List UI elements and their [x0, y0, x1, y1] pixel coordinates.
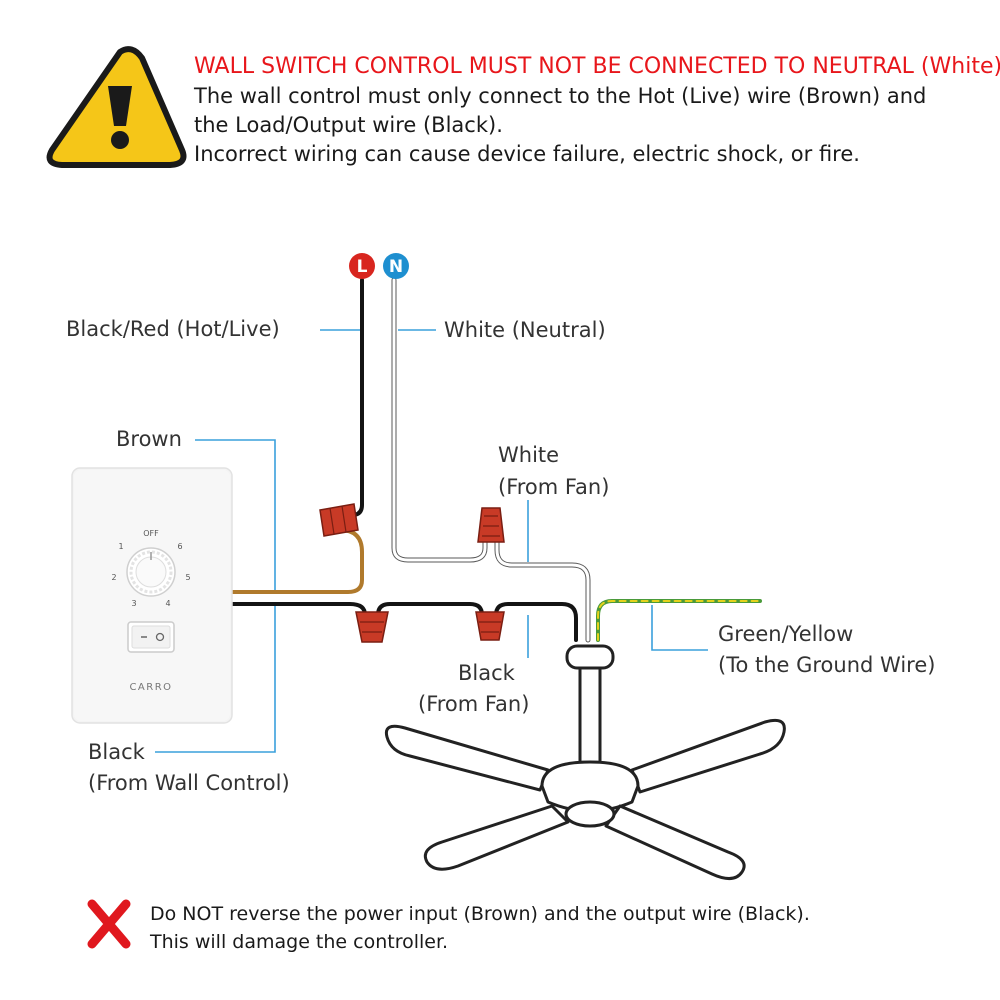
label-hot-live: Black/Red (Hot/Live)	[66, 317, 280, 341]
speed-dial-knob	[126, 547, 176, 597]
label-black-from-wall-1: Black	[88, 740, 145, 764]
warning-text: WALL SWITCH CONTROL MUST NOT BE CONNECTE…	[194, 52, 1000, 169]
cross-icon	[87, 899, 131, 949]
wire-nut-live	[319, 503, 359, 537]
wires	[230, 277, 762, 643]
warning-line-1: The wall control must only connect to th…	[194, 84, 927, 108]
rocker-switch	[127, 621, 175, 653]
live-terminal-badge: L	[349, 253, 375, 279]
label-brown: Brown	[116, 427, 182, 451]
label-black-from-fan-2: (From Fan)	[418, 692, 530, 716]
wall-control: OFF 1 2 3 4 5 6 CARRO	[71, 467, 233, 724]
dial-mark-2: 2	[111, 573, 116, 582]
wire-nut-black-right	[475, 611, 505, 641]
bottom-note: Do NOT reverse the power input (Brown) a…	[150, 900, 810, 956]
neutral-terminal-label: N	[389, 257, 403, 277]
label-black-from-fan-1: Black	[458, 661, 515, 685]
label-white-from-fan-1: White	[498, 443, 560, 467]
warning-line-2: the Load/Output wire (Black).	[194, 113, 503, 137]
bottom-note-line-1: Do NOT reverse the power input (Brown) a…	[150, 903, 810, 925]
wall-control-brand: CARRO	[129, 682, 172, 693]
label-neutral: White (Neutral)	[444, 318, 606, 342]
ceiling-fan	[384, 644, 786, 880]
warning-line-3: Incorrect wiring can cause device failur…	[194, 142, 860, 166]
wire-nut-neutral	[477, 507, 505, 543]
live-terminal-label: L	[357, 257, 368, 277]
dial-mark-1: 1	[118, 542, 123, 551]
bottom-note-line-2: This will damage the controller.	[150, 931, 449, 953]
dial-mark-6: 6	[177, 542, 182, 551]
leader-lines	[155, 329, 708, 753]
label-white-from-fan-2: (From Fan)	[498, 475, 610, 499]
wire-nut-black-left	[355, 611, 389, 643]
neutral-terminal-badge: N	[383, 253, 409, 279]
label-green-yellow-1: Green/Yellow	[718, 622, 854, 646]
warning-title: WALL SWITCH CONTROL MUST NOT BE CONNECTE…	[194, 54, 1000, 79]
warning-triangle-icon	[46, 46, 187, 168]
dial-mark-3: 3	[131, 599, 136, 608]
dial-mark-5: 5	[185, 573, 190, 582]
dial-mark-off: OFF	[143, 529, 159, 538]
label-green-yellow-2: (To the Ground Wire)	[718, 653, 936, 677]
label-black-from-wall-2: (From Wall Control)	[88, 771, 290, 795]
dial-mark-4: 4	[165, 599, 170, 608]
